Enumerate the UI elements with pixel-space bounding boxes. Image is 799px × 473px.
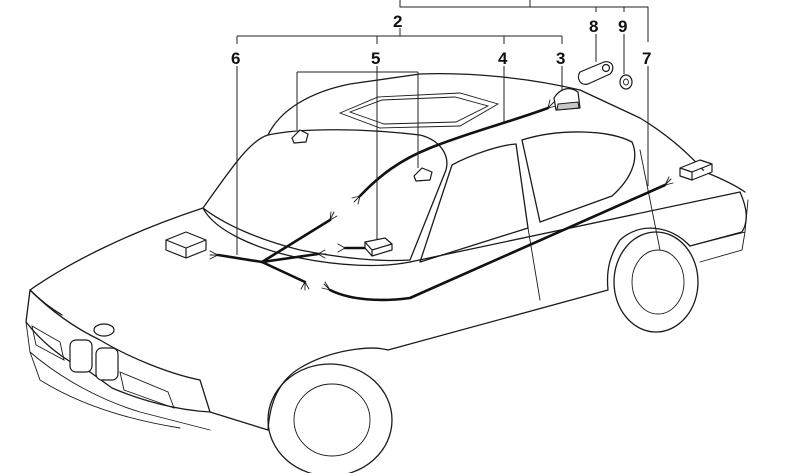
car-front-door-window [419, 143, 529, 263]
car-roof [267, 72, 746, 193]
components [165, 61, 713, 259]
interior-lamp-lens [556, 101, 580, 111]
rear-wheel [613, 231, 699, 333]
control-module-rear [679, 159, 713, 181]
kidney-grille-right [95, 347, 119, 381]
callout-4: 4 [498, 49, 508, 68]
car-sunroof-inner [348, 96, 490, 125]
car-windshield [202, 129, 448, 262]
harness-branch-center [260, 252, 320, 264]
car-bumper-line [25, 321, 211, 431]
grommet-9 [619, 74, 633, 90]
wiring-harness [209, 99, 674, 302]
car-door-line [527, 149, 661, 301]
rear-wheel-hub [631, 249, 685, 315]
callout-labels: 2 3 4 5 6 7 8 9 [231, 12, 651, 68]
kidney-grille-left [69, 339, 93, 373]
control-module-front [165, 231, 207, 259]
car-rear-bumper [689, 199, 749, 263]
harness-side-run [328, 183, 667, 302]
harness-roof-branch [358, 106, 550, 198]
car-body [25, 72, 749, 473]
connector-block-5 [364, 237, 393, 257]
leader-top-bracket [399, 0, 649, 42]
clip-8-hole [601, 63, 611, 73]
callout-7: 7 [642, 49, 651, 68]
callout-9: 9 [618, 17, 627, 36]
front-wheel-hub [293, 383, 371, 457]
car-side-body [209, 191, 747, 431]
car-front-fascia [25, 289, 211, 413]
front-wheel [267, 363, 393, 473]
reading-light-right [413, 167, 433, 182]
bmw-badge [93, 323, 115, 337]
leader-item-2 [236, 28, 563, 44]
grommet-9-hole [623, 78, 629, 86]
car-headlight-right [119, 371, 175, 409]
car-headlight-left [31, 325, 65, 361]
leader-item-5 [296, 66, 419, 240]
callout-5: 5 [371, 49, 380, 68]
harness-branch-lower [260, 260, 307, 284]
callout-2: 2 [393, 12, 402, 31]
leader-lines [236, 0, 649, 255]
reading-light-left [291, 129, 309, 144]
callout-8: 8 [589, 17, 598, 36]
callout-6: 6 [231, 49, 240, 68]
car-hood [29, 207, 411, 316]
harness-wire-ends [209, 99, 674, 291]
car-rear-door-window [521, 131, 636, 223]
callout-3: 3 [556, 49, 565, 68]
car-sunroof [338, 92, 500, 129]
